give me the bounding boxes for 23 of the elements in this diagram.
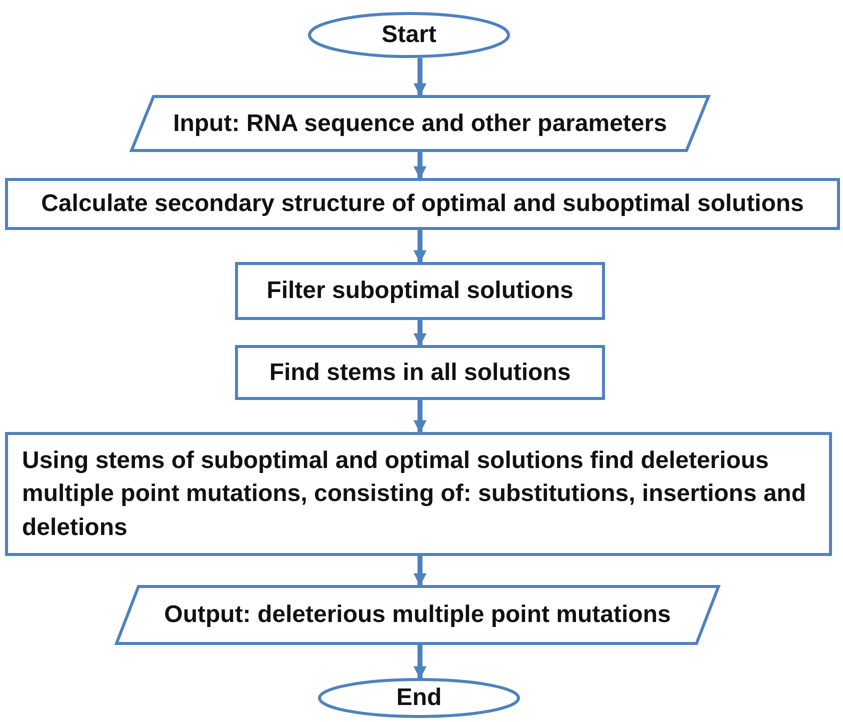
node-label: Calculate secondary structure of optimal and suboptimal solutions [40, 189, 805, 220]
arrow [414, 556, 426, 586]
node-label: End [395, 683, 443, 714]
terminal-ellipse [308, 12, 510, 58]
node-label: Filter suboptimal solutions [266, 276, 574, 306]
process-box [5, 432, 832, 556]
node-label: Start [380, 20, 438, 50]
arrow [414, 152, 426, 180]
process-box [235, 345, 605, 400]
process-box [235, 262, 605, 320]
arrow [414, 230, 426, 264]
process-box [5, 178, 840, 230]
io-parallelogram [130, 95, 710, 152]
node-label: Using stems of suboptimal and optimal solutions find deleterious multiple point mutations, consisting of: substitutions, insertions and deletions [21, 446, 807, 543]
node-label: Find stems in all solutions [268, 358, 572, 388]
node-label: Input: RNA sequence and other parameters [172, 108, 668, 139]
arrow [414, 645, 426, 680]
io-parallelogram [115, 585, 720, 645]
arrow [414, 58, 426, 96]
node-label: Output: deleterious multiple point mutations [163, 600, 672, 630]
arrow [414, 320, 426, 346]
terminal-ellipse [318, 678, 520, 718]
arrow [414, 400, 426, 434]
